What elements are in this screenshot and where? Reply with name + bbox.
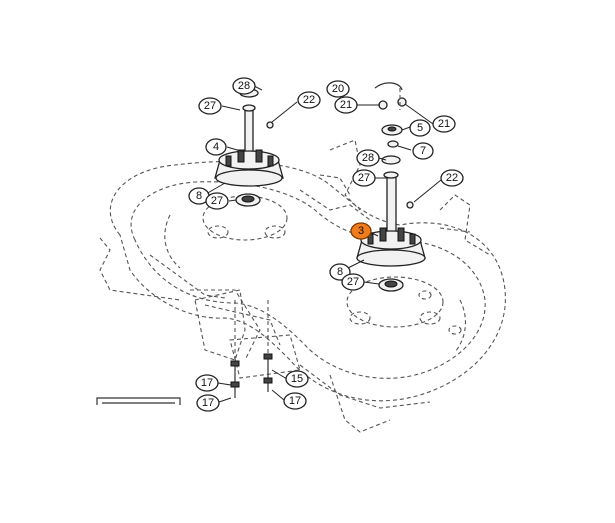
callout-4[interactable]: 4 xyxy=(205,138,227,156)
leader-lines xyxy=(205,85,442,403)
svg-text:3: 3 xyxy=(358,225,364,237)
pulley-hardware xyxy=(374,82,407,148)
svg-text:20: 20 xyxy=(332,83,344,95)
callout-17-c[interactable]: 17 xyxy=(196,394,220,412)
svg-text:28: 28 xyxy=(238,80,250,92)
callouts: 28 27 22 4 8 27 xyxy=(188,77,464,412)
callout-22-right[interactable]: 22 xyxy=(440,169,464,187)
svg-text:15: 15 xyxy=(291,373,303,385)
callout-3-highlighted[interactable]: 3 xyxy=(350,222,372,240)
svg-text:17: 17 xyxy=(201,377,213,389)
callout-22-left[interactable]: 22 xyxy=(297,91,321,109)
svg-text:8: 8 xyxy=(337,266,343,278)
svg-text:21: 21 xyxy=(340,99,352,111)
svg-text:7: 7 xyxy=(420,145,426,157)
callout-28-left[interactable]: 28 xyxy=(232,77,256,95)
callout-28-right[interactable]: 28 xyxy=(356,149,380,167)
callout-7[interactable]: 7 xyxy=(412,142,434,160)
mounting-bolts xyxy=(230,300,273,398)
callout-27-right-bottom[interactable]: 27 xyxy=(341,273,365,291)
right-spindle-assembly xyxy=(356,155,426,292)
svg-text:27: 27 xyxy=(204,100,216,112)
callout-20[interactable]: 20 xyxy=(326,80,350,98)
svg-text:5: 5 xyxy=(417,122,423,134)
svg-text:27: 27 xyxy=(358,172,370,184)
callout-27-right-top[interactable]: 27 xyxy=(352,169,376,187)
svg-text:21: 21 xyxy=(438,118,450,130)
svg-text:27: 27 xyxy=(211,195,223,207)
svg-text:28: 28 xyxy=(362,152,374,164)
callout-21-a[interactable]: 21 xyxy=(334,96,358,114)
callout-27-left-bottom[interactable]: 27 xyxy=(205,192,229,210)
svg-text:17: 17 xyxy=(289,395,301,407)
callout-17-b[interactable]: 17 xyxy=(283,392,307,410)
svg-text:22: 22 xyxy=(303,94,315,106)
callout-15[interactable]: 15 xyxy=(285,370,309,388)
callout-27-left-top[interactable]: 27 xyxy=(198,97,222,115)
callout-17-a[interactable]: 17 xyxy=(195,374,219,392)
svg-text:22: 22 xyxy=(446,172,458,184)
svg-text:17: 17 xyxy=(202,397,214,409)
svg-text:4: 4 xyxy=(213,141,219,153)
left-spindle-assembly xyxy=(214,88,284,207)
svg-text:27: 27 xyxy=(347,276,359,288)
mower-deck-outline xyxy=(99,139,506,433)
callout-5[interactable]: 5 xyxy=(409,119,431,137)
svg-text:8: 8 xyxy=(196,190,202,202)
callout-21-b[interactable]: 21 xyxy=(432,115,456,133)
